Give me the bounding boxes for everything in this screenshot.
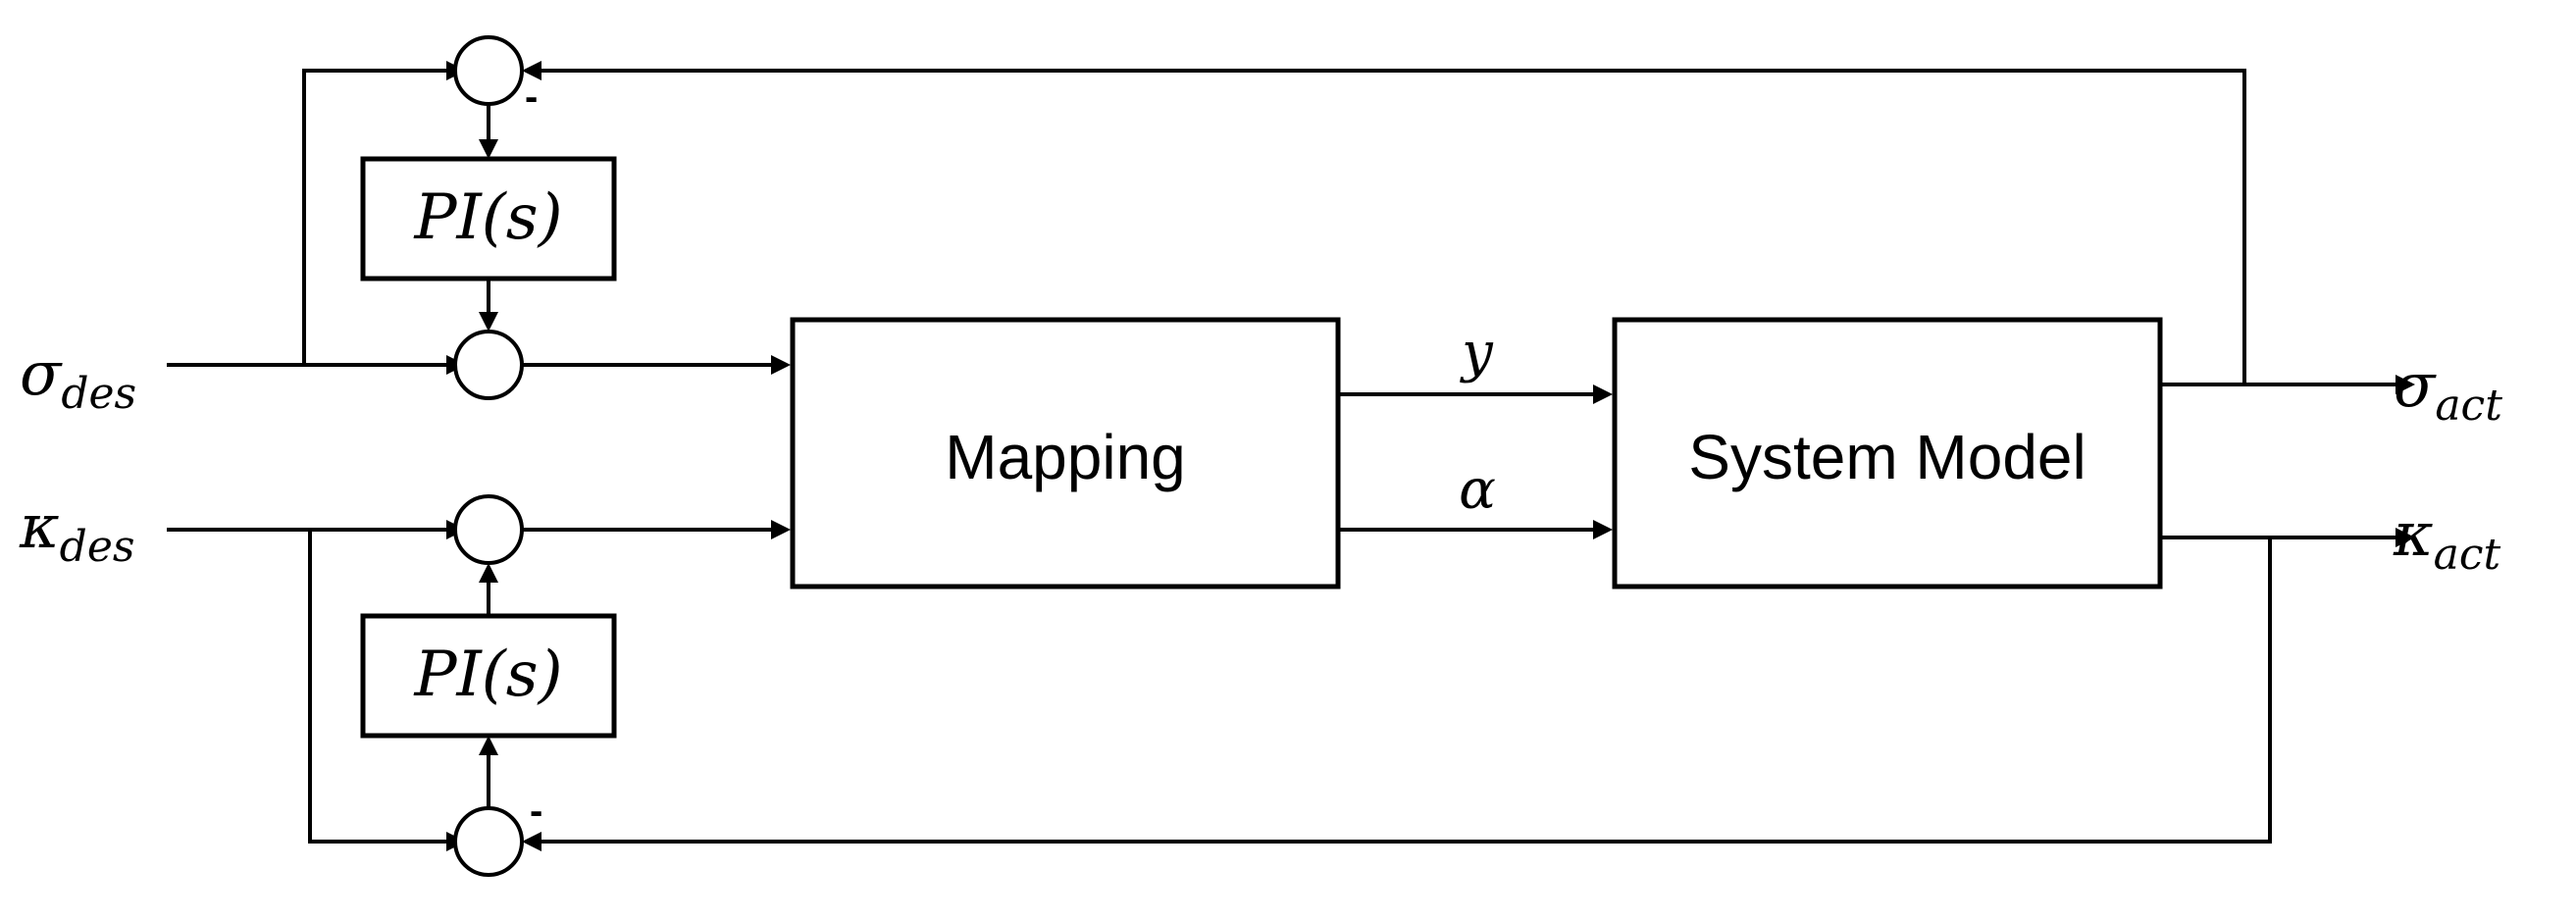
sigma-act-output-arrowhead bbox=[2396, 375, 2415, 394]
sigma-branch-line bbox=[302, 69, 446, 365]
top-correction-sum-junction bbox=[453, 330, 524, 400]
sigma-act-label: σact bbox=[2394, 349, 2502, 431]
kappa-branch-line bbox=[308, 530, 446, 844]
bottom-pi-controller-block bbox=[360, 613, 617, 739]
bottom-correction-sum-junction bbox=[453, 494, 524, 565]
bottom-pi-controller-label: PI(s) bbox=[413, 639, 562, 711]
sigma-feedback-arrowhead bbox=[522, 61, 541, 80]
top-pi-output-arrowhead bbox=[479, 312, 498, 332]
sigma-des-label: σdes bbox=[20, 337, 136, 419]
mapping-block-label: Mapping bbox=[945, 422, 1186, 492]
mapping-block bbox=[790, 317, 1341, 589]
y-signal-arrowhead bbox=[1593, 384, 1613, 404]
kappa-des-subscript: des bbox=[60, 522, 135, 572]
top-pi-controller-label: PI(s) bbox=[413, 181, 562, 254]
alpha-signal-label: α bbox=[1459, 458, 1496, 522]
top-feedback-sign: - bbox=[525, 76, 538, 119]
kappa-act-output-arrowhead bbox=[2396, 528, 2415, 547]
kappa-act-label: κact bbox=[2393, 498, 2501, 580]
sigma-act-subscript: act bbox=[2435, 381, 2502, 431]
sigma-feedback-line bbox=[541, 69, 2246, 384]
y-signal-label: y bbox=[1459, 321, 1494, 384]
bottom-pi-output-arrowhead bbox=[479, 563, 498, 583]
kappa-des-symbol: κ bbox=[19, 490, 60, 562]
system-model-block-label: System Model bbox=[1688, 422, 2086, 492]
sigma-des-symbol: σ bbox=[20, 337, 63, 409]
kappa-feedback-arrowhead bbox=[522, 832, 541, 851]
kappa-des-label: κdes bbox=[19, 490, 134, 572]
kappa-feedback-line bbox=[541, 537, 2272, 844]
bottom-feedback-sign: - bbox=[530, 790, 542, 833]
alpha-signal-arrowhead bbox=[1593, 520, 1613, 539]
top-error-sum-junction bbox=[453, 35, 524, 106]
kappa-act-subscript: act bbox=[2434, 530, 2501, 580]
sigma-des-subscript: des bbox=[61, 369, 136, 419]
bottom-error-arrowhead bbox=[479, 736, 498, 755]
system-model-block bbox=[1612, 317, 2163, 589]
kappa-act-symbol: κ bbox=[2393, 498, 2434, 570]
bottom-error-sum-junction bbox=[453, 806, 524, 877]
top-error-arrowhead bbox=[479, 139, 498, 159]
sigma-act-symbol: σ bbox=[2394, 349, 2437, 421]
top-to-mapping-arrowhead bbox=[771, 355, 791, 375]
bottom-to-mapping-arrowhead bbox=[771, 520, 791, 539]
